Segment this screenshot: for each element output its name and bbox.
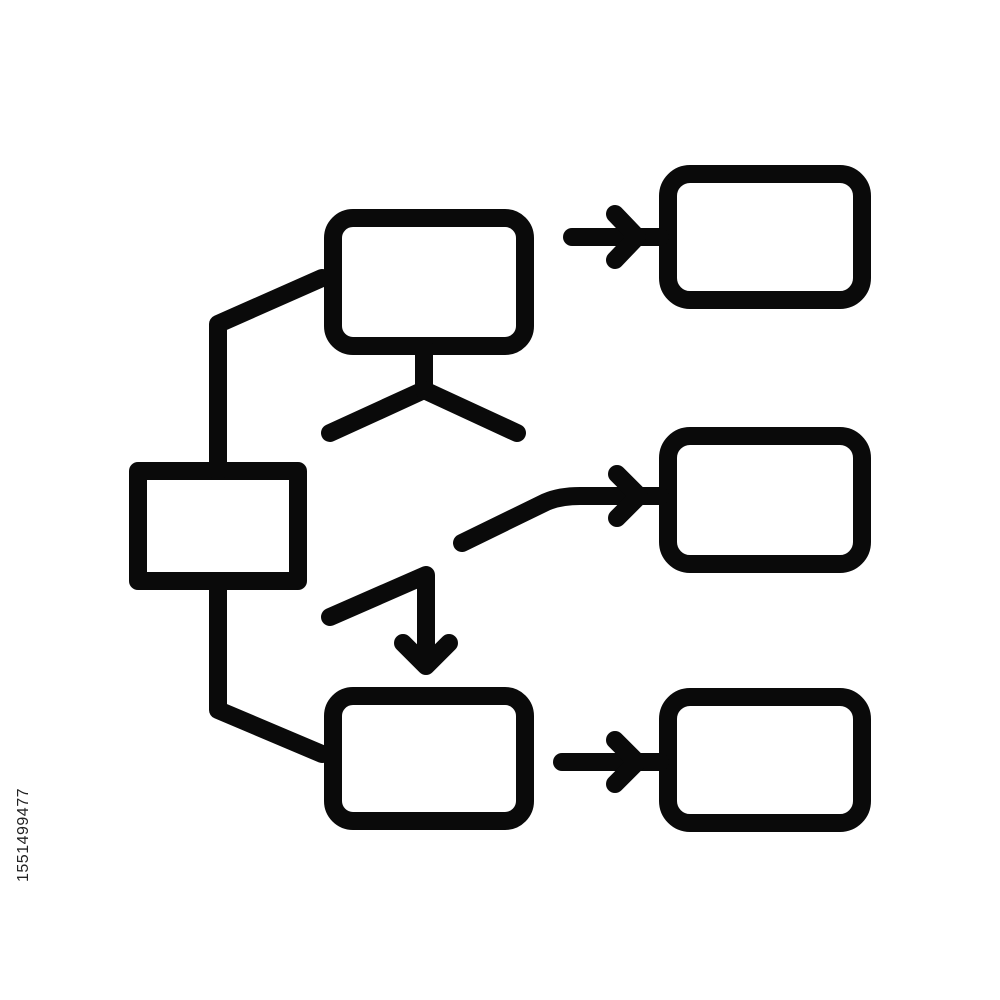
- connector-root-to-top: [209, 269, 331, 480]
- node-top-left: [324, 209, 534, 355]
- node-stand: [321, 337, 433, 442]
- arrow-bottom-head: [606, 731, 646, 793]
- arrow-down-shaft: [321, 566, 435, 672]
- root-node: [129, 462, 307, 590]
- arrow-down-head: [394, 634, 458, 675]
- node-right-bottom: [659, 688, 871, 832]
- stock-id-label: 1551499477: [4, 760, 44, 910]
- arrow-top-head: [606, 205, 646, 269]
- arrow-middle-head: [608, 465, 648, 527]
- node-right-top: [659, 165, 871, 309]
- arrow-middle-shaft: [453, 487, 669, 552]
- connector-root-to-bottom: [209, 572, 331, 763]
- node-bottom-left: [324, 687, 534, 830]
- node-right-middle: [659, 427, 871, 573]
- stock-id-text: 1551499477: [15, 788, 33, 882]
- node-stand-leg: [415, 381, 526, 442]
